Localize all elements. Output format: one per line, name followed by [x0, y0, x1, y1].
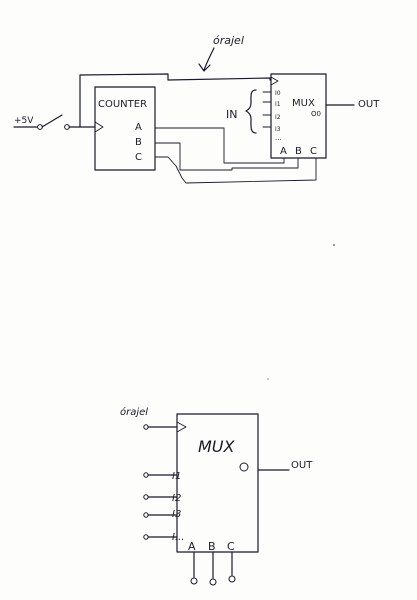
bottom-clock-label: órajel — [120, 406, 148, 418]
counter-pin-a: A — [135, 122, 142, 133]
top-mux-select-b: B — [295, 146, 302, 157]
bottom-select-c: C — [227, 540, 235, 553]
bottom-circuit: órajel MUX OUT I1 I2 I3 I... A B C — [120, 406, 313, 586]
bottom-mux-block — [176, 413, 259, 553]
wire-counter-c-to-mux-c — [154, 156, 317, 184]
top-clock-label: órajel — [213, 34, 244, 47]
top-mux-clock-triangle — [270, 76, 279, 86]
top-mux-input-more: ... — [275, 134, 282, 142]
bottom-mux-clock-triangle — [176, 421, 187, 433]
counter-title: COUNTER — [98, 99, 147, 110]
bottom-mux-input-2: I2 — [172, 493, 181, 504]
bottom-mux-output-pin — [239, 462, 249, 472]
wire-counter-a-to-mux-a — [154, 127, 285, 164]
bottom-out-label: OUT — [291, 460, 313, 471]
top-mux-input-3: I3 — [275, 126, 281, 133]
top-in-label: IN — [226, 108, 237, 121]
top-mux-block — [270, 73, 327, 159]
bottom-select-b: B — [208, 540, 216, 553]
top-in-brace — [245, 89, 257, 134]
paper-speck — [267, 378, 269, 380]
counter-block — [94, 86, 156, 171]
bottom-select-a: A — [188, 540, 196, 553]
top-clock-arrow — [198, 47, 215, 72]
top-mux-output-pin: O0 — [311, 110, 321, 118]
bottom-mux-input-1: I1 — [172, 471, 181, 482]
top-mux-input-2: I2 — [275, 114, 281, 121]
top-switch-lever — [41, 114, 63, 128]
bottom-select-terminal-b — [209, 578, 217, 586]
wire-counter-b-to-mux-b — [154, 142, 299, 171]
counter-pin-c: C — [135, 152, 142, 163]
top-mux-input-stubs — [262, 91, 272, 128]
counter-clock-triangle — [94, 121, 104, 133]
bottom-mux-title: MUX — [198, 437, 236, 456]
top-mux-select-c: C — [310, 146, 317, 157]
bottom-mux-input-3: I3 — [172, 509, 181, 520]
paper-speck — [333, 244, 335, 246]
top-circuit: órajel +5V COUNTER A B C MUX O0 I0 I1 I2… — [13, 34, 380, 184]
top-source-label: +5V — [14, 116, 34, 126]
top-out-label: OUT — [358, 99, 380, 110]
top-clock-wire — [79, 73, 271, 128]
top-mux-select-a: A — [280, 146, 287, 157]
top-mux-input-0: I0 — [275, 90, 281, 97]
counter-pin-b: B — [135, 137, 142, 148]
bottom-mux-input-n: I... — [172, 532, 185, 543]
top-mux-title: MUX — [292, 98, 315, 109]
bottom-select-terminal-c — [228, 575, 236, 583]
top-mux-input-1: I1 — [275, 101, 281, 108]
bottom-select-terminal-a — [190, 577, 198, 585]
